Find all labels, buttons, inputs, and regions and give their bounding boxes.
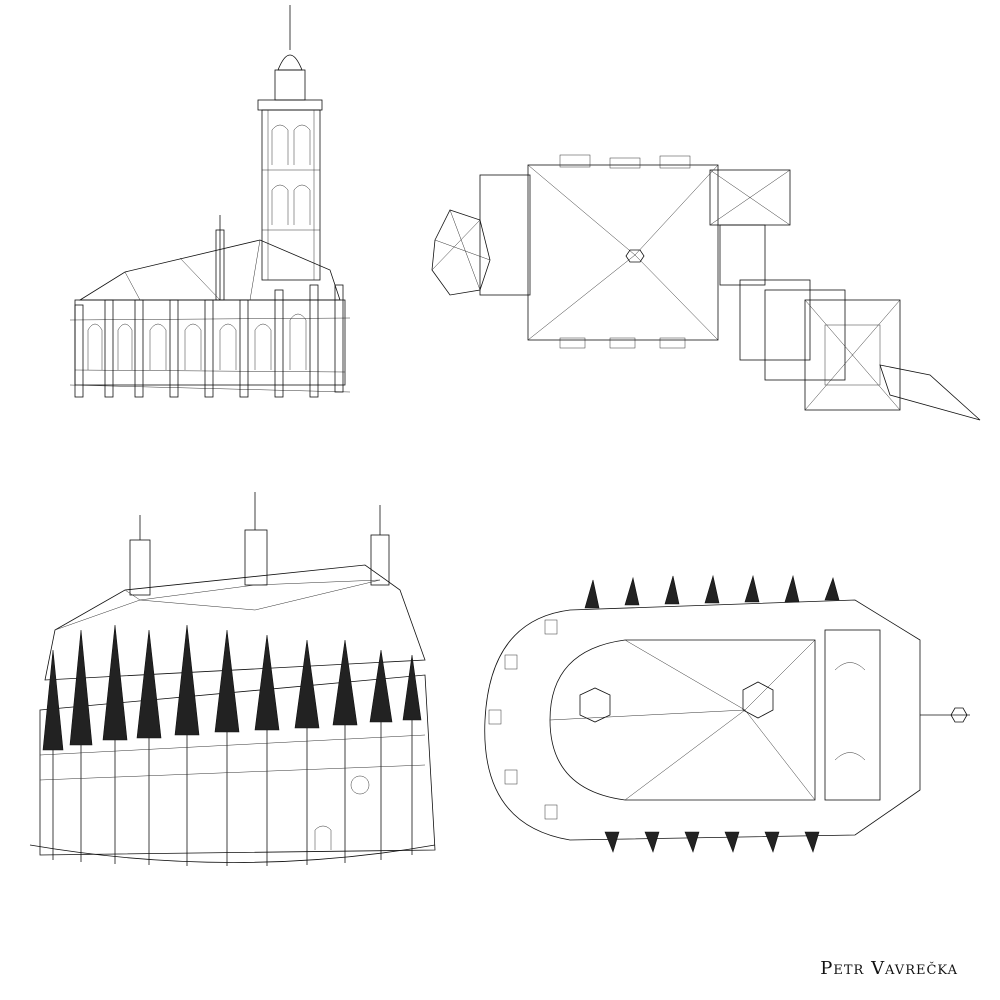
choir-inner bbox=[549, 639, 816, 801]
nave-windows bbox=[87, 313, 307, 370]
lantern-drum bbox=[274, 69, 306, 101]
elevation-with-tower-drawing bbox=[50, 0, 360, 410]
floor-plan-drawing bbox=[475, 560, 990, 860]
perspective-elevation-drawing bbox=[15, 480, 455, 880]
ground-ellipse bbox=[29, 844, 436, 863]
spire-lantern bbox=[277, 54, 303, 71]
pinnacle-cluster bbox=[42, 624, 422, 751]
west-apse bbox=[431, 209, 491, 296]
nave-roof-plan bbox=[527, 164, 719, 341]
portal bbox=[314, 825, 332, 850]
west-bay bbox=[824, 629, 881, 801]
buttresses-north bbox=[584, 574, 840, 609]
apse-chapels bbox=[488, 619, 558, 820]
crossing-lantern bbox=[742, 681, 774, 719]
elevation-with-tower-svg bbox=[69, 5, 351, 398]
roof-plan-svg bbox=[431, 154, 981, 421]
roof-lantern bbox=[625, 249, 645, 263]
plan-outline bbox=[484, 599, 921, 841]
buttress-piers bbox=[52, 720, 413, 866]
nave-wall bbox=[74, 299, 346, 386]
buttresses bbox=[74, 284, 344, 398]
buttresses-south bbox=[604, 831, 820, 853]
author-signature: Petr Vavrečka bbox=[820, 958, 958, 979]
main-wall bbox=[39, 674, 436, 856]
roof-outline bbox=[44, 564, 426, 681]
east-block-middle bbox=[739, 279, 811, 361]
east-stair bbox=[879, 364, 981, 421]
tower-shaft bbox=[261, 109, 321, 281]
tower-base bbox=[479, 174, 531, 296]
roof-plan-drawing bbox=[410, 140, 990, 430]
rose-window bbox=[350, 775, 370, 795]
floor-plan-svg bbox=[484, 574, 970, 853]
nave-roof bbox=[78, 239, 341, 301]
east-block-end bbox=[804, 299, 901, 411]
tower-gallery bbox=[257, 99, 323, 111]
apse-lantern bbox=[579, 687, 611, 723]
perspective-elevation-svg bbox=[29, 492, 436, 866]
side-chapels bbox=[559, 154, 691, 349]
roof-turrets bbox=[129, 492, 390, 596]
